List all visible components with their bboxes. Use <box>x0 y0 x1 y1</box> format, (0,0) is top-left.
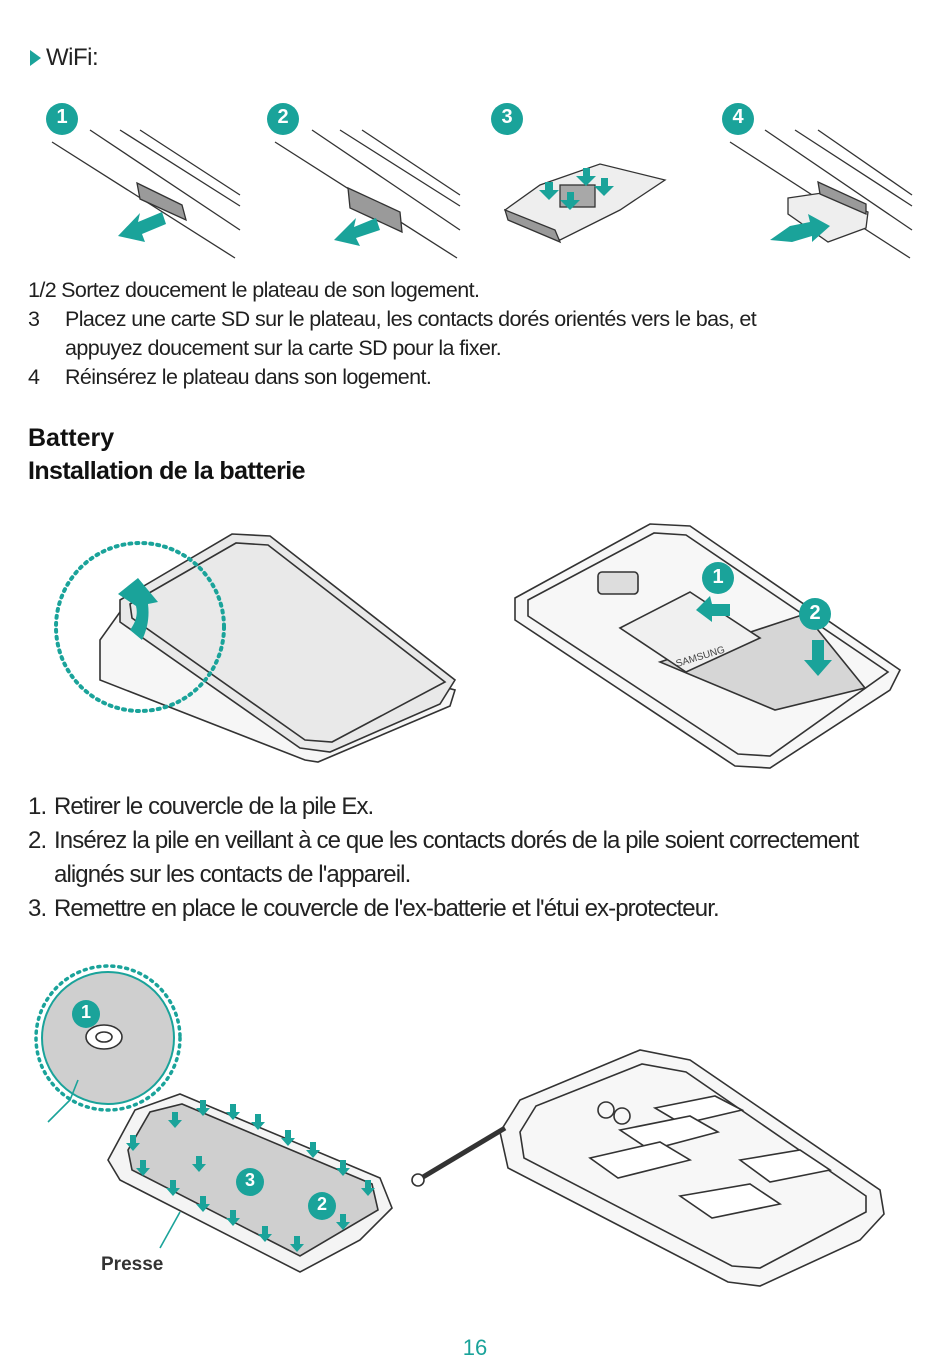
list-item: 1. Retirer le couvercle de la pile Ex. <box>28 790 908 824</box>
slide-arrow-icon <box>696 596 730 622</box>
cover-badge-2: 2 <box>316 1194 327 1214</box>
cover-badge-1: 1 <box>80 1002 91 1022</box>
page-number: 16 <box>462 1335 488 1360</box>
cover-illustrations <box>34 964 885 1287</box>
badge-3-label: 3 <box>501 106 513 128</box>
step-badges <box>46 103 754 135</box>
step-text: Sortez doucement le plateau de son logem… <box>61 278 480 302</box>
list-item: appuyez doucement sur la carte SD pour l… <box>28 334 908 363</box>
wifi-label: WiFi: <box>46 44 99 71</box>
step-text: Réinsérez le plateau dans son logement. <box>65 365 432 389</box>
down-arrow-icon <box>804 640 832 676</box>
list-item: 4 Réinsérez le plateau dans son logement… <box>28 363 908 392</box>
zoom-circle <box>34 964 182 1112</box>
list-item: alignés sur les contacts de l'appareil. <box>28 858 908 892</box>
step-text: appuyez doucement sur la carte SD pour l… <box>65 336 502 360</box>
step-text: Insérez la pile en veillant à ce que les… <box>54 827 859 854</box>
step-text: Retirer le couvercle de la pile Ex. <box>54 793 374 820</box>
battery-illustrations: SAMSUNG <box>54 523 902 769</box>
list-item: 1/2 Sortez doucement le plateau de son l… <box>28 276 908 305</box>
battery-steps-list: 1. Retirer le couvercle de la pile Ex. 2… <box>28 790 908 926</box>
step-num: 3. <box>28 895 47 922</box>
step-num: 4 <box>28 365 40 389</box>
step-num: 1. <box>28 793 47 820</box>
step-text: Placez une carte SD sur le plateau, les … <box>65 307 757 331</box>
sd-tray-illustrations <box>46 103 913 259</box>
battery-badge-2: 2 <box>809 602 821 624</box>
cover-badge-3: 3 <box>244 1170 255 1190</box>
section-subheading: Installation de la batterie <box>28 457 306 485</box>
badge-2-label: 2 <box>277 106 289 128</box>
list-item: 3. Remettre en place le couvercle de l'e… <box>28 892 908 926</box>
press-arrows <box>126 1100 375 1252</box>
sd-steps-list: 1/2 Sortez doucement le plateau de son l… <box>28 276 908 392</box>
step-text: alignés sur les contacts de l'appareil. <box>54 861 411 888</box>
list-item: 2. Insérez la pile en veillant à ce que … <box>28 824 908 858</box>
lift-arrow-icon <box>118 578 158 640</box>
battery-badge-1: 1 <box>712 566 724 588</box>
step-num: 1/2 <box>28 278 57 302</box>
section-heading: Battery <box>28 424 115 452</box>
zoom-circle <box>54 541 226 713</box>
badge-1-label: 1 <box>56 106 68 128</box>
list-item: 3 Placez une carte SD sur le plateau, le… <box>28 305 908 334</box>
step-text: Remettre en place le couvercle de l'ex-b… <box>54 895 720 922</box>
press-label: Presse <box>101 1254 164 1275</box>
step-num: 3 <box>28 307 40 331</box>
step-num: 2. <box>28 827 47 854</box>
triangle-bullet-icon <box>30 50 41 66</box>
badge-4-label: 4 <box>732 106 744 128</box>
wifi-heading: WiFi: <box>30 44 99 72</box>
